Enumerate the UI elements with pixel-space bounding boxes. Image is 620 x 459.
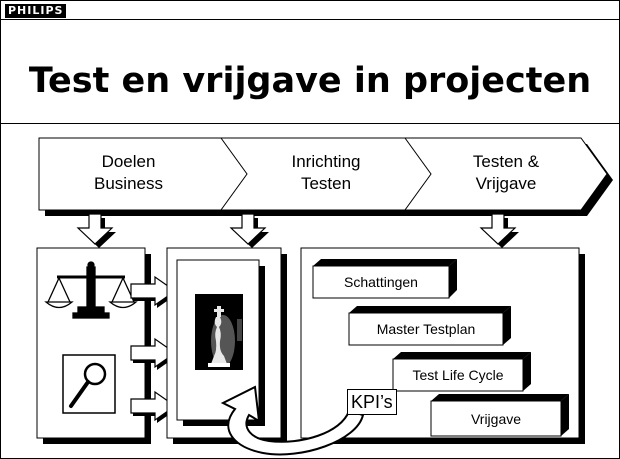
step-schattingen: Schattingen bbox=[344, 274, 418, 290]
phase-1-line-2: Business bbox=[94, 174, 163, 193]
magnifier-icon bbox=[62, 354, 116, 414]
feedback-curved-arrow bbox=[220, 385, 365, 456]
step-master-testplan: Master Testplan bbox=[376, 321, 476, 337]
step-boxes bbox=[312, 259, 569, 437]
right-arrows bbox=[130, 275, 177, 423]
kpi-label: KPI’s bbox=[347, 389, 397, 415]
slide-title: Test en vrijgave in projecten bbox=[28, 61, 592, 101]
header-divider bbox=[1, 19, 619, 20]
phase-1-label: Doelen Business bbox=[41, 151, 216, 195]
phase-chevrons bbox=[38, 137, 613, 216]
phase-1-line-1: Doelen bbox=[101, 152, 156, 171]
step-test-life-cycle: Test Life Cycle bbox=[412, 367, 504, 383]
phase-2-line-2: Testen bbox=[300, 174, 352, 193]
phase-3-line-2: Vrijgave bbox=[475, 174, 537, 193]
philips-logo: PHILIPS bbox=[5, 4, 67, 18]
scales-icon bbox=[44, 261, 138, 319]
phase-3-line-1: Testen & bbox=[472, 152, 540, 171]
phase-3-label: Testen & Vrijgave bbox=[431, 151, 581, 195]
chess-pieces-image bbox=[195, 294, 243, 370]
phase-2-line-1: Inrichting bbox=[291, 152, 361, 171]
down-arrows bbox=[76, 213, 519, 248]
phase-2-label: Inrichting Testen bbox=[251, 151, 401, 195]
title-divider bbox=[1, 123, 619, 124]
step-vrijgave: Vrijgave bbox=[470, 411, 522, 427]
